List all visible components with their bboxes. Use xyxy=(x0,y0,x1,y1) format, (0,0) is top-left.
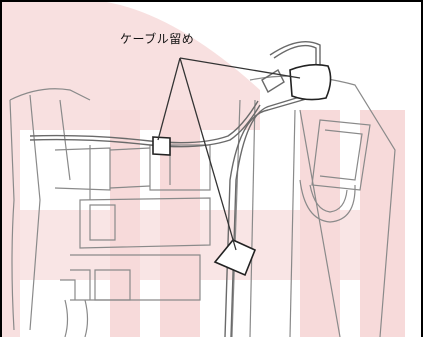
cables xyxy=(29,41,321,337)
watermark xyxy=(0,0,405,337)
callout-label: ケーブル留め xyxy=(120,32,195,46)
cable-clip-icon xyxy=(152,63,332,277)
leader-lines xyxy=(157,57,301,251)
